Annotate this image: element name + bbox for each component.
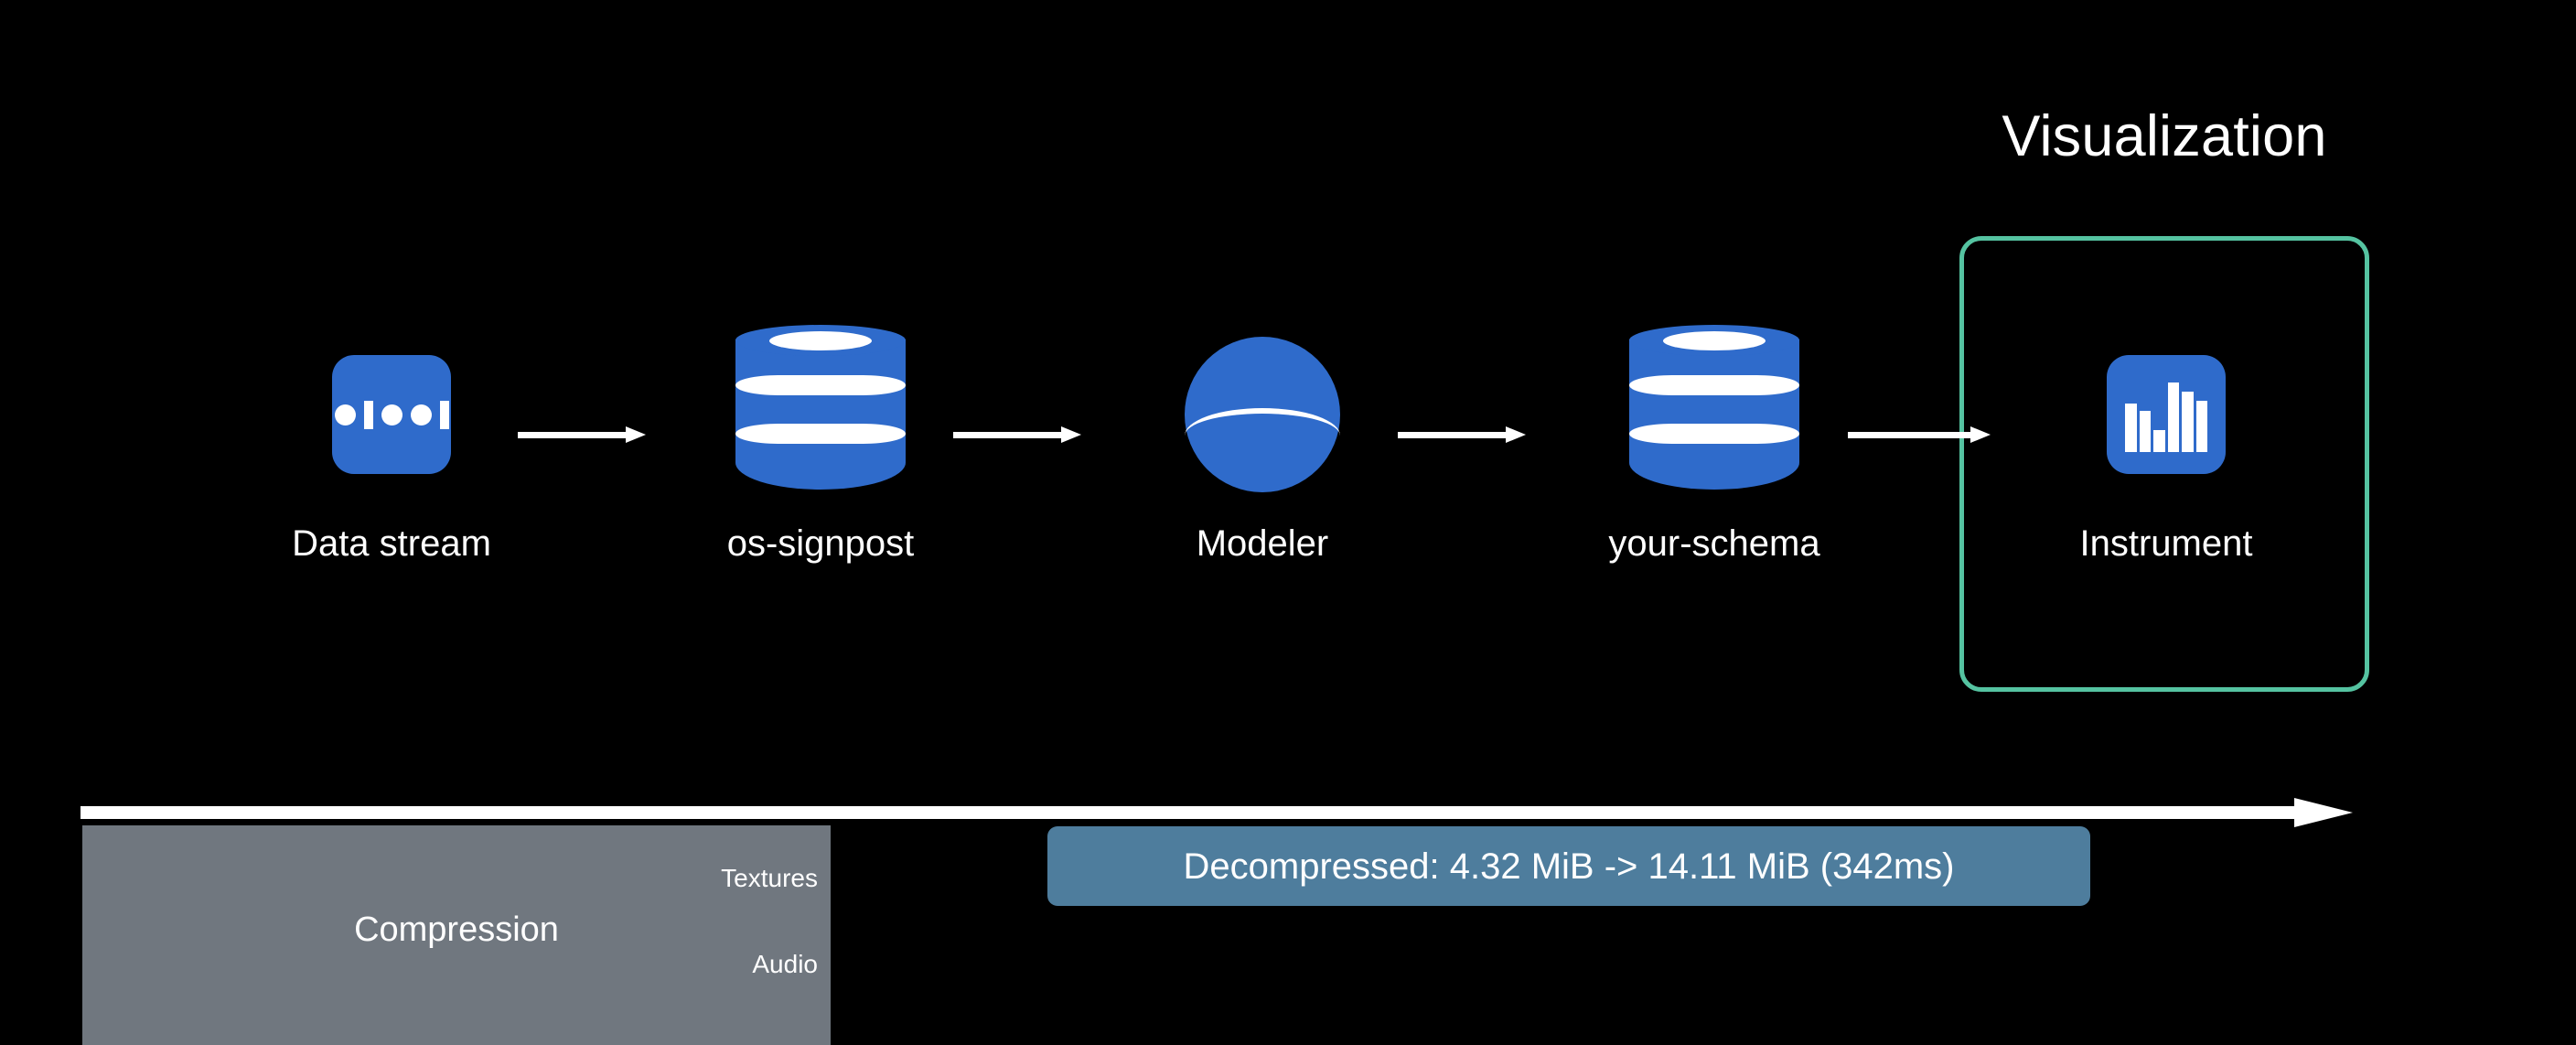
data-stream-dot-2 [381, 404, 402, 426]
pipeline-arrow-2 [953, 426, 1081, 443]
bar-chart-bar-2 [2139, 411, 2151, 452]
database-ring-1 [1629, 375, 1799, 395]
pipeline-stage-label: Data stream [292, 523, 491, 564]
arrow-line [953, 432, 1061, 438]
decompressed-badge[interactable]: Decompressed: 4.32 MiB -> 14.11 MiB (342… [1047, 826, 2090, 906]
bar-chart-bar-5 [2182, 391, 2194, 452]
pipeline-arrow-1 [518, 426, 646, 443]
database-top-hole [1663, 331, 1766, 350]
pipeline-stage-label: os-signpost [726, 523, 915, 564]
page-title: Visualization [2002, 104, 2327, 168]
data-stream-bar-1 [363, 400, 373, 429]
database-ring-2 [1629, 424, 1799, 444]
arrow-head-icon [1061, 426, 1081, 443]
sphere-icon [1185, 337, 1340, 492]
pipeline-stage-label: Modeler [1196, 523, 1329, 564]
timeline-arrow-head-icon [2294, 798, 2353, 827]
database-ring-2 [735, 424, 906, 444]
compression-sublabel-audio: Audio [752, 950, 818, 978]
pipeline-stage-os-signpost[interactable]: os-signpost [683, 325, 958, 575]
stage-art [1577, 325, 1852, 504]
database-body [735, 339, 906, 490]
arrow-line [1398, 432, 1506, 438]
arrow-head-icon [1970, 426, 1991, 443]
data-stream-icon [332, 355, 451, 474]
bar-chart-bar-1 [2125, 403, 2137, 452]
pipeline-stage-instrument[interactable]: Instrument [2029, 328, 2303, 575]
pipeline-stage-label: Instrument [2079, 523, 2253, 564]
pipeline-stage-label: your-schema [1608, 523, 1820, 564]
compression-title: Compression [354, 910, 559, 949]
bar-chart-icon [2107, 355, 2226, 474]
stage-art [254, 328, 529, 501]
arrow-line [1848, 432, 1970, 438]
pipeline-stage-your-schema[interactable]: your-schema [1577, 325, 1852, 575]
bar-chart-bar-3 [2153, 429, 2165, 452]
pipeline-stage-data-stream[interactable]: Data stream [254, 328, 529, 575]
bar-chart-bar-6 [2195, 401, 2207, 452]
arrow-head-icon [1506, 426, 1526, 443]
pipeline-stage-modeler[interactable]: Modeler [1125, 328, 1400, 575]
stage-art [1125, 328, 1400, 501]
bar-chart-bars [2125, 373, 2207, 452]
database-ring-1 [735, 375, 906, 395]
data-stream-bar-2 [439, 400, 449, 429]
data-stream-dot-3 [410, 404, 432, 426]
timeline-line [80, 806, 2294, 819]
bar-chart-bar-4 [2167, 382, 2179, 452]
stage-art [683, 325, 958, 504]
stage-art [2029, 328, 2303, 501]
timeline-arrow [80, 798, 2353, 827]
data-stream-dot-1 [334, 404, 356, 426]
decompressed-badge-label: Decompressed: 4.32 MiB -> 14.11 MiB (342… [1183, 846, 1955, 887]
pipeline-arrow-3 [1398, 426, 1526, 443]
database-top-hole [769, 331, 872, 350]
compression-sublabel-textures: Textures [721, 864, 818, 892]
compression-block[interactable]: Compression Textures Audio [82, 825, 831, 1045]
sphere-equator-line [1185, 408, 1340, 436]
database-icon [1618, 325, 1810, 504]
pipeline-arrow-4 [1848, 426, 1991, 443]
database-body [1629, 339, 1799, 490]
visualization-highlight-box [1959, 236, 2369, 692]
arrow-head-icon [626, 426, 646, 443]
database-icon [724, 325, 917, 504]
arrow-line [518, 432, 626, 438]
